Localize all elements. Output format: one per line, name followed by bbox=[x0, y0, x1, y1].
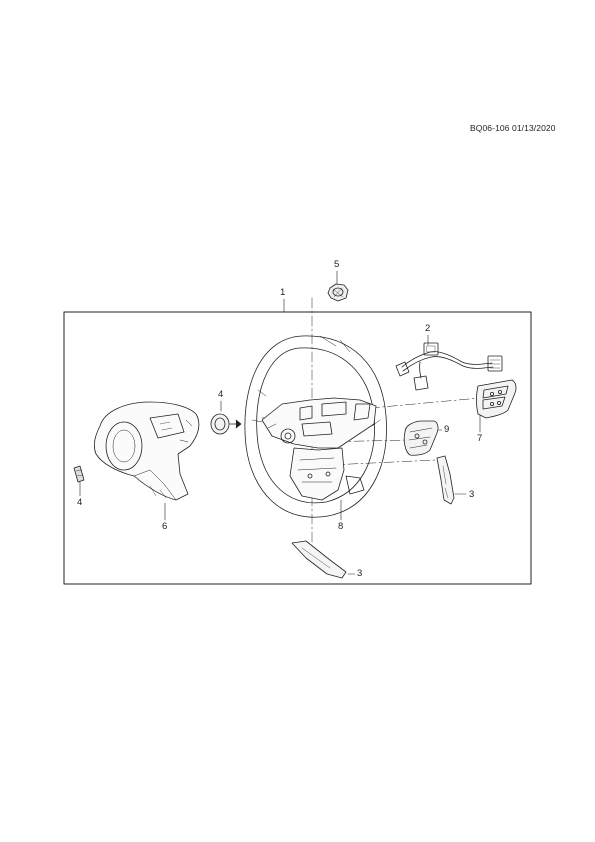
callout-2: 2 bbox=[425, 323, 431, 334]
clip-part-4-left bbox=[73, 465, 85, 483]
steering-wheel-part-1 bbox=[244, 335, 387, 518]
callout-6: 6 bbox=[162, 521, 168, 532]
callout-8: 8 bbox=[338, 521, 344, 532]
trim-cover-part-3-lower bbox=[291, 540, 347, 579]
callout-4-right: 4 bbox=[218, 389, 224, 400]
callout-3-upper: 3 bbox=[469, 489, 475, 500]
callout-5: 5 bbox=[334, 259, 340, 270]
nut-part-5 bbox=[327, 283, 349, 302]
callout-4-left: 4 bbox=[77, 497, 83, 508]
wiring-harness-part-2 bbox=[395, 342, 503, 391]
switch-panel-part-7 bbox=[476, 379, 517, 419]
callout-7: 7 bbox=[477, 433, 483, 444]
callout-3-lower: 3 bbox=[357, 568, 363, 579]
callout-9: 9 bbox=[444, 424, 450, 435]
callout-1: 1 bbox=[280, 287, 286, 298]
switch-part-9 bbox=[403, 420, 439, 456]
shroud-part-6 bbox=[93, 401, 200, 501]
drawing-reference: BQ06-106 01/13/2020 bbox=[470, 123, 556, 133]
assembly-frame bbox=[63, 311, 532, 585]
cover-part-4-right bbox=[210, 413, 242, 435]
trim-cover-part-3-upper bbox=[436, 455, 455, 505]
